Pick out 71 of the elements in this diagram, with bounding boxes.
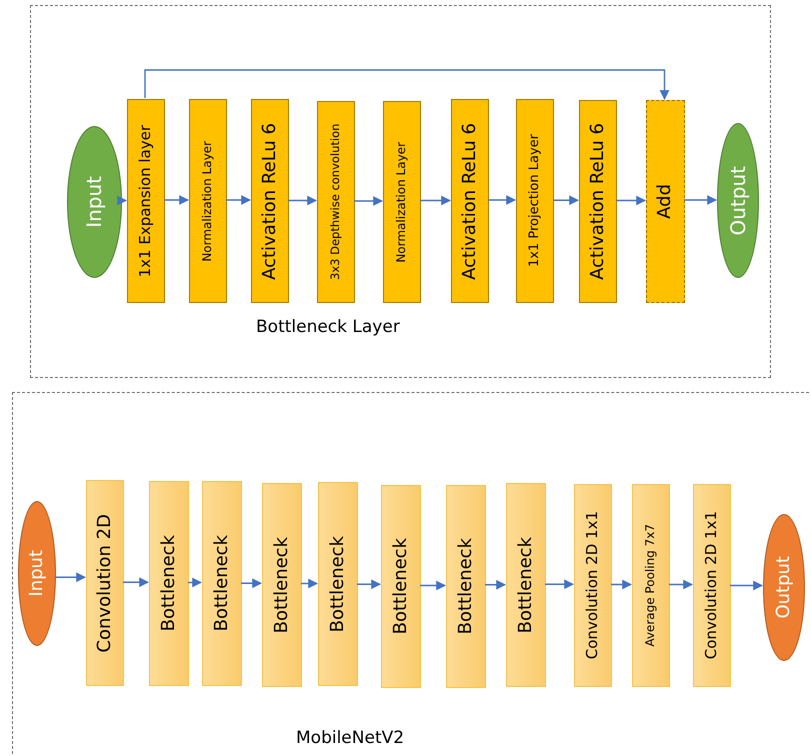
layer-box [317, 101, 355, 303]
layer-label: Bottleneck [390, 538, 412, 635]
layer-box [646, 100, 685, 303]
layer-box [127, 99, 165, 303]
layer-box [149, 481, 189, 686]
layer-box [318, 482, 358, 686]
dashed-panel [12, 392, 809, 754]
layer-label: Average Pooling 7x7 [644, 524, 658, 647]
arrow [188, 578, 202, 588]
dashed-panel [30, 5, 771, 378]
layer-box [693, 484, 731, 687]
arrow [420, 196, 451, 206]
layer-label: Convolution 2D [94, 514, 116, 652]
layer-box [262, 483, 302, 687]
arrow [485, 580, 506, 590]
panel-title: MobileNetV2 [296, 728, 404, 748]
layer-label: Output [774, 556, 794, 619]
arrow [164, 195, 189, 205]
layer-label: Activation ReLu 6 [460, 122, 480, 280]
layer-label: 1x1 Expansion layer [137, 124, 155, 278]
arrow [241, 578, 262, 588]
layer-label: Normalization Layer [395, 142, 409, 262]
layer-label: 1x1 Projection Layer [528, 134, 542, 268]
layer-box [516, 99, 554, 303]
layer-box [632, 484, 670, 687]
layer-box [202, 481, 242, 686]
layer-box [383, 101, 421, 303]
arrow [226, 195, 251, 205]
layer-label: Input [83, 176, 106, 228]
layer-label: Activation ReLu 6 [588, 123, 608, 280]
layer-label: Bottleneck [456, 538, 476, 635]
arrow [55, 572, 86, 582]
arrow [611, 580, 632, 590]
layer-label: Bottleneck [328, 536, 348, 632]
arrow [669, 580, 693, 590]
arrow [420, 580, 446, 590]
layer-label: 3x3 Depthwise convolution [329, 122, 343, 282]
layer-label: Convolution 2D 1x1 [703, 511, 721, 660]
arrow [545, 579, 574, 590]
arrow [616, 196, 646, 206]
layer-box [574, 484, 612, 687]
arrow [301, 578, 318, 588]
arrow [144, 69, 670, 100]
layer-label: Input [26, 550, 48, 597]
layer-label: Bottleneck [158, 535, 180, 632]
arrow [488, 195, 516, 205]
layer-label: Bottleneck [212, 535, 232, 632]
arrow [117, 196, 127, 206]
arrow [553, 195, 579, 206]
arrow [730, 580, 763, 590]
layer-label: Activation ReLu 6 [260, 122, 280, 280]
layer-box [446, 485, 486, 688]
panel-title: Bottleneck Layer [256, 317, 400, 337]
layer-box [189, 99, 227, 303]
layer-box [86, 480, 124, 686]
arrow [684, 195, 717, 205]
arrow [354, 196, 383, 206]
layer-label: Normalization Layer [201, 140, 215, 262]
arrow [357, 579, 381, 590]
layer-label: Bottleneck [516, 536, 536, 634]
arrow [123, 577, 149, 588]
layer-box [579, 100, 617, 303]
layer-box [251, 99, 289, 303]
layer-box [506, 483, 546, 687]
layer-label: Bottleneck [272, 536, 292, 634]
layer-label: Convolution 2D 1x1 [584, 511, 602, 660]
layer-label: Add [655, 184, 676, 219]
layer-box [381, 485, 421, 688]
layer-box [451, 99, 489, 303]
layer-label: Output [726, 166, 750, 236]
arrow [288, 196, 317, 206]
